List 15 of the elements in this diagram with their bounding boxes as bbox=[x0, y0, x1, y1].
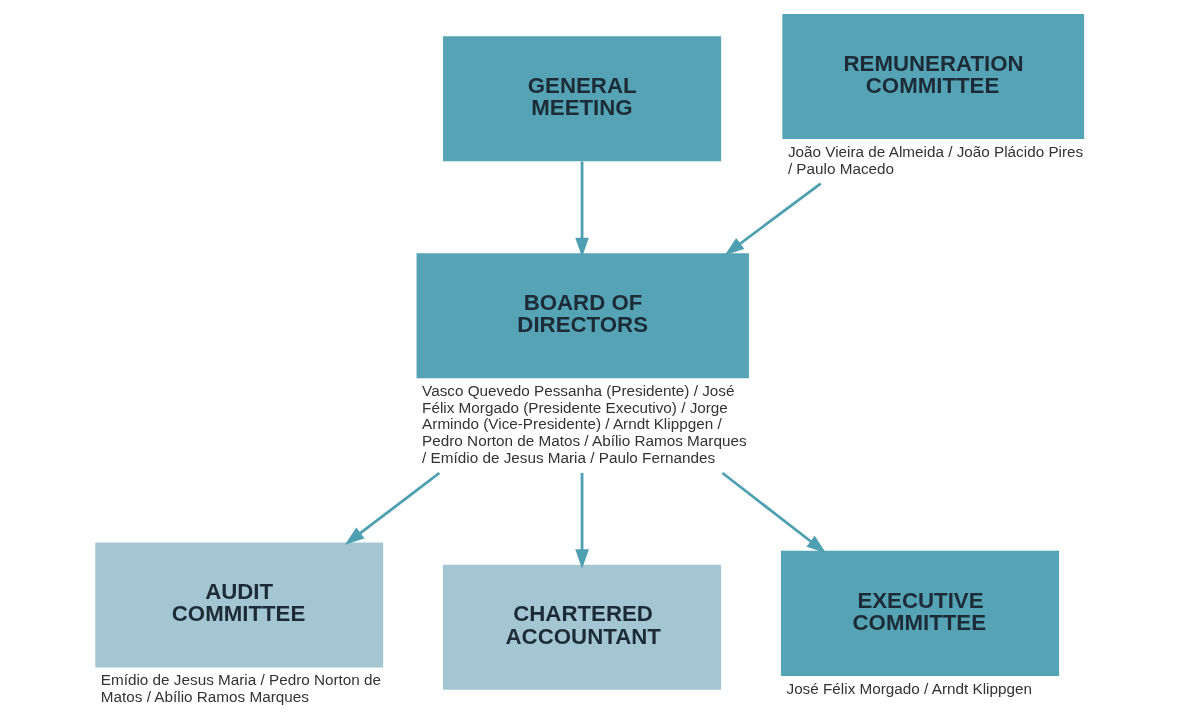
node-label: João Vieira de Almeida / João Plácido Pires / Paulo Macedo bbox=[787, 142, 1084, 177]
node-box: GENERAL MEETING bbox=[442, 36, 722, 162]
node-label: Emídio de Jesus Maria / Pedro Norton de Matos / Abílio Ramos Marques bbox=[100, 671, 382, 706]
arrow bbox=[724, 182, 822, 256]
node-label: José Félix Morgado / Arndt Klippgen bbox=[786, 679, 1032, 697]
node-box: REMUNERATION COMMITTEE bbox=[782, 13, 1085, 140]
arrow bbox=[575, 161, 589, 258]
arrow bbox=[721, 471, 827, 554]
node-label: Vasco Quevedo Pessanha (Presidente) / José Félix Morgado (Presidente Executivo) / Jorge Armindo (Vice-Presidente) / Arndt Klippgen / Pedro Norton de Matos / Abílio Ramos Marques / Emídio de Jesus Maria / Paulo Fernandes bbox=[422, 382, 747, 466]
arrow bbox=[344, 471, 441, 545]
node-box: AUDIT COMMITTEE bbox=[95, 542, 384, 668]
node-box: CHARTERED ACCOUNTANT bbox=[442, 564, 722, 690]
arrow bbox=[575, 473, 589, 569]
node-box: BOARD OF DIRECTORS bbox=[416, 253, 749, 379]
node-box: EXECUTIVE COMMITTEE bbox=[780, 550, 1060, 676]
